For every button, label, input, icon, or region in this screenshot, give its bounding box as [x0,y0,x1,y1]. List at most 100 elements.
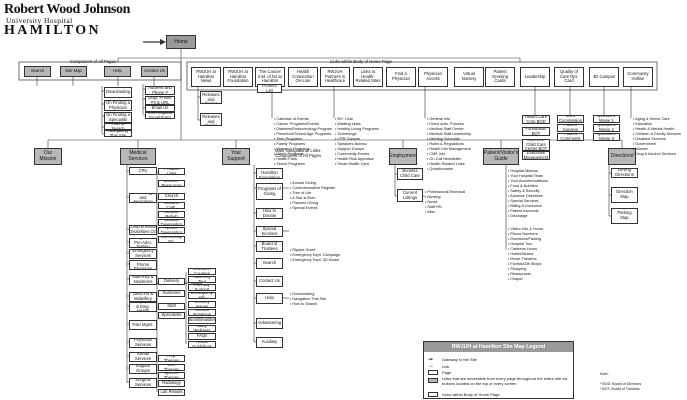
body-page-3: Health Connection On-Line [288,67,318,87]
medical-col1-0: CPU [129,167,157,175]
medical-col2-6: Neuro. Diagnostics [158,227,185,234]
medical-col1-2: Comprehensive Disabilities Ctr. [129,225,157,235]
patient-guide-list: • Hospital Mission • Your Hospital Team … [508,169,548,218]
logo-line-1: Robert Wood Johnson [4,2,130,17]
body-page-8: Virtual Nursery [454,67,484,87]
link-arrow-icon: → [428,363,434,369]
body-links-swatch [428,392,438,397]
body-page-4: RWJUH Partners in Healthcare [320,67,350,87]
body-links-label: Links within Body of Home Page [330,59,392,64]
legend-title: RWJUH at Hamilton Site Map Legend [424,342,573,352]
all-pages-swatch [428,378,438,383]
medical-col3-5: Clinical Rotations [188,309,216,316]
gateway-arrow-icon [160,39,166,45]
medical-col3-3: Breastpump Info [188,292,216,299]
support-child-3: Special Sections [256,226,283,237]
medical-col1-6: Maternity & Newborns [129,275,157,285]
nav-your-support: Your Support [222,148,250,165]
foundation-child-0: Product List [257,84,282,93]
all-pages-contact-us: Contact Us [141,66,168,77]
contact-child-2: Email Us [145,105,175,112]
body-page-7: Physician Access [418,67,448,87]
body-page-13: Community Hotline [623,67,653,87]
support-child-1: Programs of Giving [256,183,283,200]
logo-line-2: University Hospital [6,16,73,25]
medical-col3-4: Security Issues [188,301,216,308]
leadership-child-2: Lakeview Child Care Center BOT [522,139,550,151]
medical-col1-3: Diagnostic Pre-Adm. Testing [129,238,157,248]
medical-col1-11: Rehab Services [129,352,157,362]
medical-col1-12: Support Groups [129,364,157,374]
contact-child-3: Info Request Email Form [145,112,175,119]
nav-links-label: Main Navigational Links Component of All… [275,148,322,158]
medical-col1-13: Surgical Services [129,378,157,388]
medical-col2-11: Specialists [158,312,185,319]
medical-col2-3: Cardiac Cath. [158,202,185,209]
support-child-4: Board of Trustees [256,241,283,252]
visitor-info-list: • Visitor Info & Hours • Phone Numbers •… [508,227,544,281]
directions-child-2: Parking Map [611,208,638,224]
current-listings-list: • Professional/Technical • Nursing • Nur… [425,190,466,214]
body-page-1: RWJUH at Hamilton Foundation [223,67,253,87]
help-child-4: Navigating This Site [104,130,132,137]
medical-col2-13: Occ. Therapy [158,364,185,371]
medical-col2-14: Speech Therapy [158,372,185,379]
medical-col1-4: Emergency Services [129,249,157,259]
contact-child-0: Address and Phone # [145,86,175,95]
nav-employment: Employment [389,148,417,165]
legend-item-page: Page [428,370,451,375]
directions-child-0: Driving Directions [611,168,638,178]
quality-child-2: Patient Comments [557,133,584,141]
body-page-0: RWJUH at Hamilton News [191,67,221,87]
support-child-7: Help [256,293,283,304]
news-child-0: Current Releases and Stories [200,91,222,104]
all-pages-help: Help [104,66,131,77]
campus-child-1: Quicktime Movie 2 [593,124,620,132]
medical-col2-10: Staff [158,303,185,310]
medical-col3-0: Childbirth Courses [188,268,216,275]
contact-child-1: Dept. Phone #'s & URL [145,96,175,105]
medical-col3-1: Maternity Tour [188,276,216,283]
medical-col3-8: FAQs [188,333,216,340]
employment-child-0: Benefits Child Care [397,168,423,180]
medical-col2-5: Cardiac Diagnostics [158,219,185,226]
page-swatch [428,370,438,375]
medical-col2-7: Community Ed. [158,236,185,243]
support-child-8: Volunteering [256,318,283,329]
medical-col2-2: Emerg Church Brkfst [158,193,185,200]
directions-child-1: Direction Map [611,187,638,203]
medical-col3-6: Lactation/Breastfeeding [188,317,216,324]
legend-item-all-pages: Links that are accessible from every pag… [428,376,568,387]
gateway-arrow-icon: ➞ [428,357,434,363]
help-child-3: How to Search [104,123,132,130]
partners-list: • 50+ Club • Walking clubs • Healthy Liv… [335,117,379,166]
campus-child-0: Quicktime Movie 1 [593,115,620,123]
nav-patient-visitor-guide: Patient/Visitor's Guide [483,148,519,165]
body-page-10: Leadership [520,67,550,87]
campus-child-2: Quicktime Movie 3 [593,133,620,141]
special-sections-list: • Ripped Grant • Emergency Dept. Campaig… [290,248,341,262]
support-child-9: Auxiliary [256,337,283,348]
nav-our-mission: Our Mission [34,148,62,165]
quality-child-1: Patient Surveys [557,124,584,132]
medical-col2-8: Delivery [158,278,185,285]
medical-col3-9: Health Guidelines [188,341,216,348]
nav-directions: Directions [608,148,636,165]
news-child-1: Archived Releases and Stories [200,113,222,126]
help-bottom-list: • Downloading • Navigation This Site • H… [290,292,327,306]
medical-col2-1: Doctors' Resources [158,180,185,187]
medical-col2-0: Product Links [158,168,185,175]
support-child-5: Search [256,258,283,269]
support-list: • Annual Giving • Commemorative Register… [290,181,336,210]
employment-child-1: Current Listings [397,189,423,202]
support-child-6: Contact Us [256,276,283,287]
all-pages-search: Search [24,66,51,77]
legend-item-body-links: Links within Body of Home Page [428,392,500,397]
home-node: Home [166,35,196,49]
help-child-0: Downloading [104,87,132,98]
medical-col2-4: Cardiac Rehab [158,211,185,218]
support-child-0: RWJUH at Hamilton Foundation [256,168,283,179]
all-pages-label: Component of All Pages [70,59,117,64]
